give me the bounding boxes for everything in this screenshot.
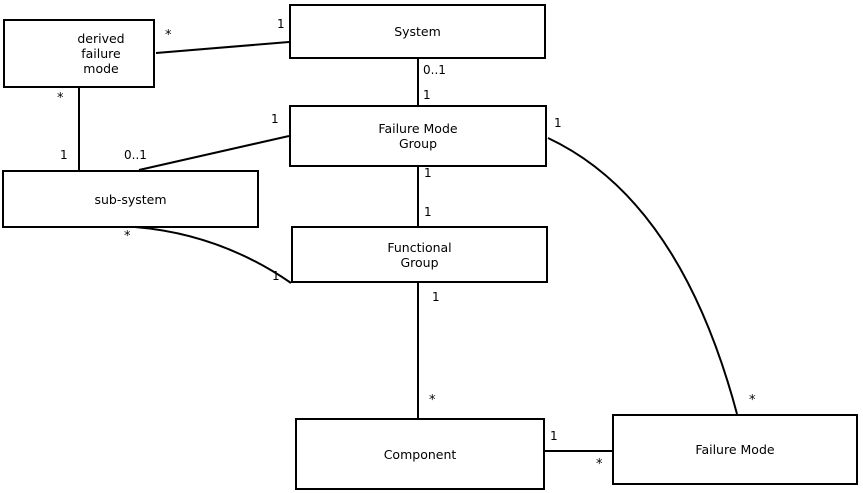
class-name-derived-failure-mode: derived failure mode <box>77 31 125 76</box>
mult-derived-to-system-target: 1 <box>277 17 285 31</box>
mult-system-to-fmg-target: 1 <box>423 88 431 102</box>
class-box-system[interactable]: System <box>289 4 546 59</box>
class-box-failure-mode-group[interactable]: Failure Mode Group <box>289 105 547 167</box>
mult-fmg-to-fm-target: * <box>749 393 756 408</box>
edge-derived-failure-mode-system <box>155 41 290 54</box>
edge-failure-mode-group-failure-mode <box>547 137 738 415</box>
mult-derived-to-subsystem-target: 1 <box>60 148 68 162</box>
class-name-functional-group: Functional Group <box>387 239 452 270</box>
mult-component-to-fm-source: 1 <box>550 429 558 443</box>
mult-fmg-to-fg-target: 1 <box>424 205 432 219</box>
class-box-failure-mode[interactable]: Failure Mode <box>612 414 858 485</box>
mult-subsystem-to-fmg-target: 1 <box>271 112 279 126</box>
class-box-sub-system[interactable]: sub-system <box>2 170 259 228</box>
class-name-sub-system: sub-system <box>94 191 167 207</box>
mult-fg-to-component-source: 1 <box>432 290 440 304</box>
mult-subsystem-to-fmg-source: 0..1 <box>124 148 147 162</box>
class-name-failure-mode: Failure Mode <box>695 442 775 457</box>
mult-derived-to-subsystem-source: * <box>57 91 64 106</box>
mult-system-to-fmg-source: 0..1 <box>423 63 446 77</box>
mult-component-to-fm-target: * <box>596 457 603 472</box>
mult-fmg-to-fg-source: 1 <box>424 166 432 180</box>
mult-fmg-to-fm-source: 1 <box>554 116 562 130</box>
edge-sub-system-functional-group <box>134 226 292 284</box>
class-name-system: System <box>394 24 441 39</box>
mult-subsystem-to-fg-target: 1 <box>272 269 280 283</box>
class-box-functional-group[interactable]: Functional Group <box>291 226 548 283</box>
class-name-component: Component <box>383 446 457 462</box>
class-box-derived-failure-mode[interactable]: derived failure mode <box>3 19 155 88</box>
class-name-failure-mode-group: Failure Mode Group <box>378 121 458 151</box>
mult-subsystem-to-fg-source: * <box>124 229 131 244</box>
mult-derived-to-system-source: * <box>165 28 172 43</box>
class-box-component[interactable]: Component <box>295 418 545 490</box>
edge-sub-system-failure-mode-group <box>138 135 290 171</box>
mult-fg-to-component-target: * <box>429 393 436 408</box>
